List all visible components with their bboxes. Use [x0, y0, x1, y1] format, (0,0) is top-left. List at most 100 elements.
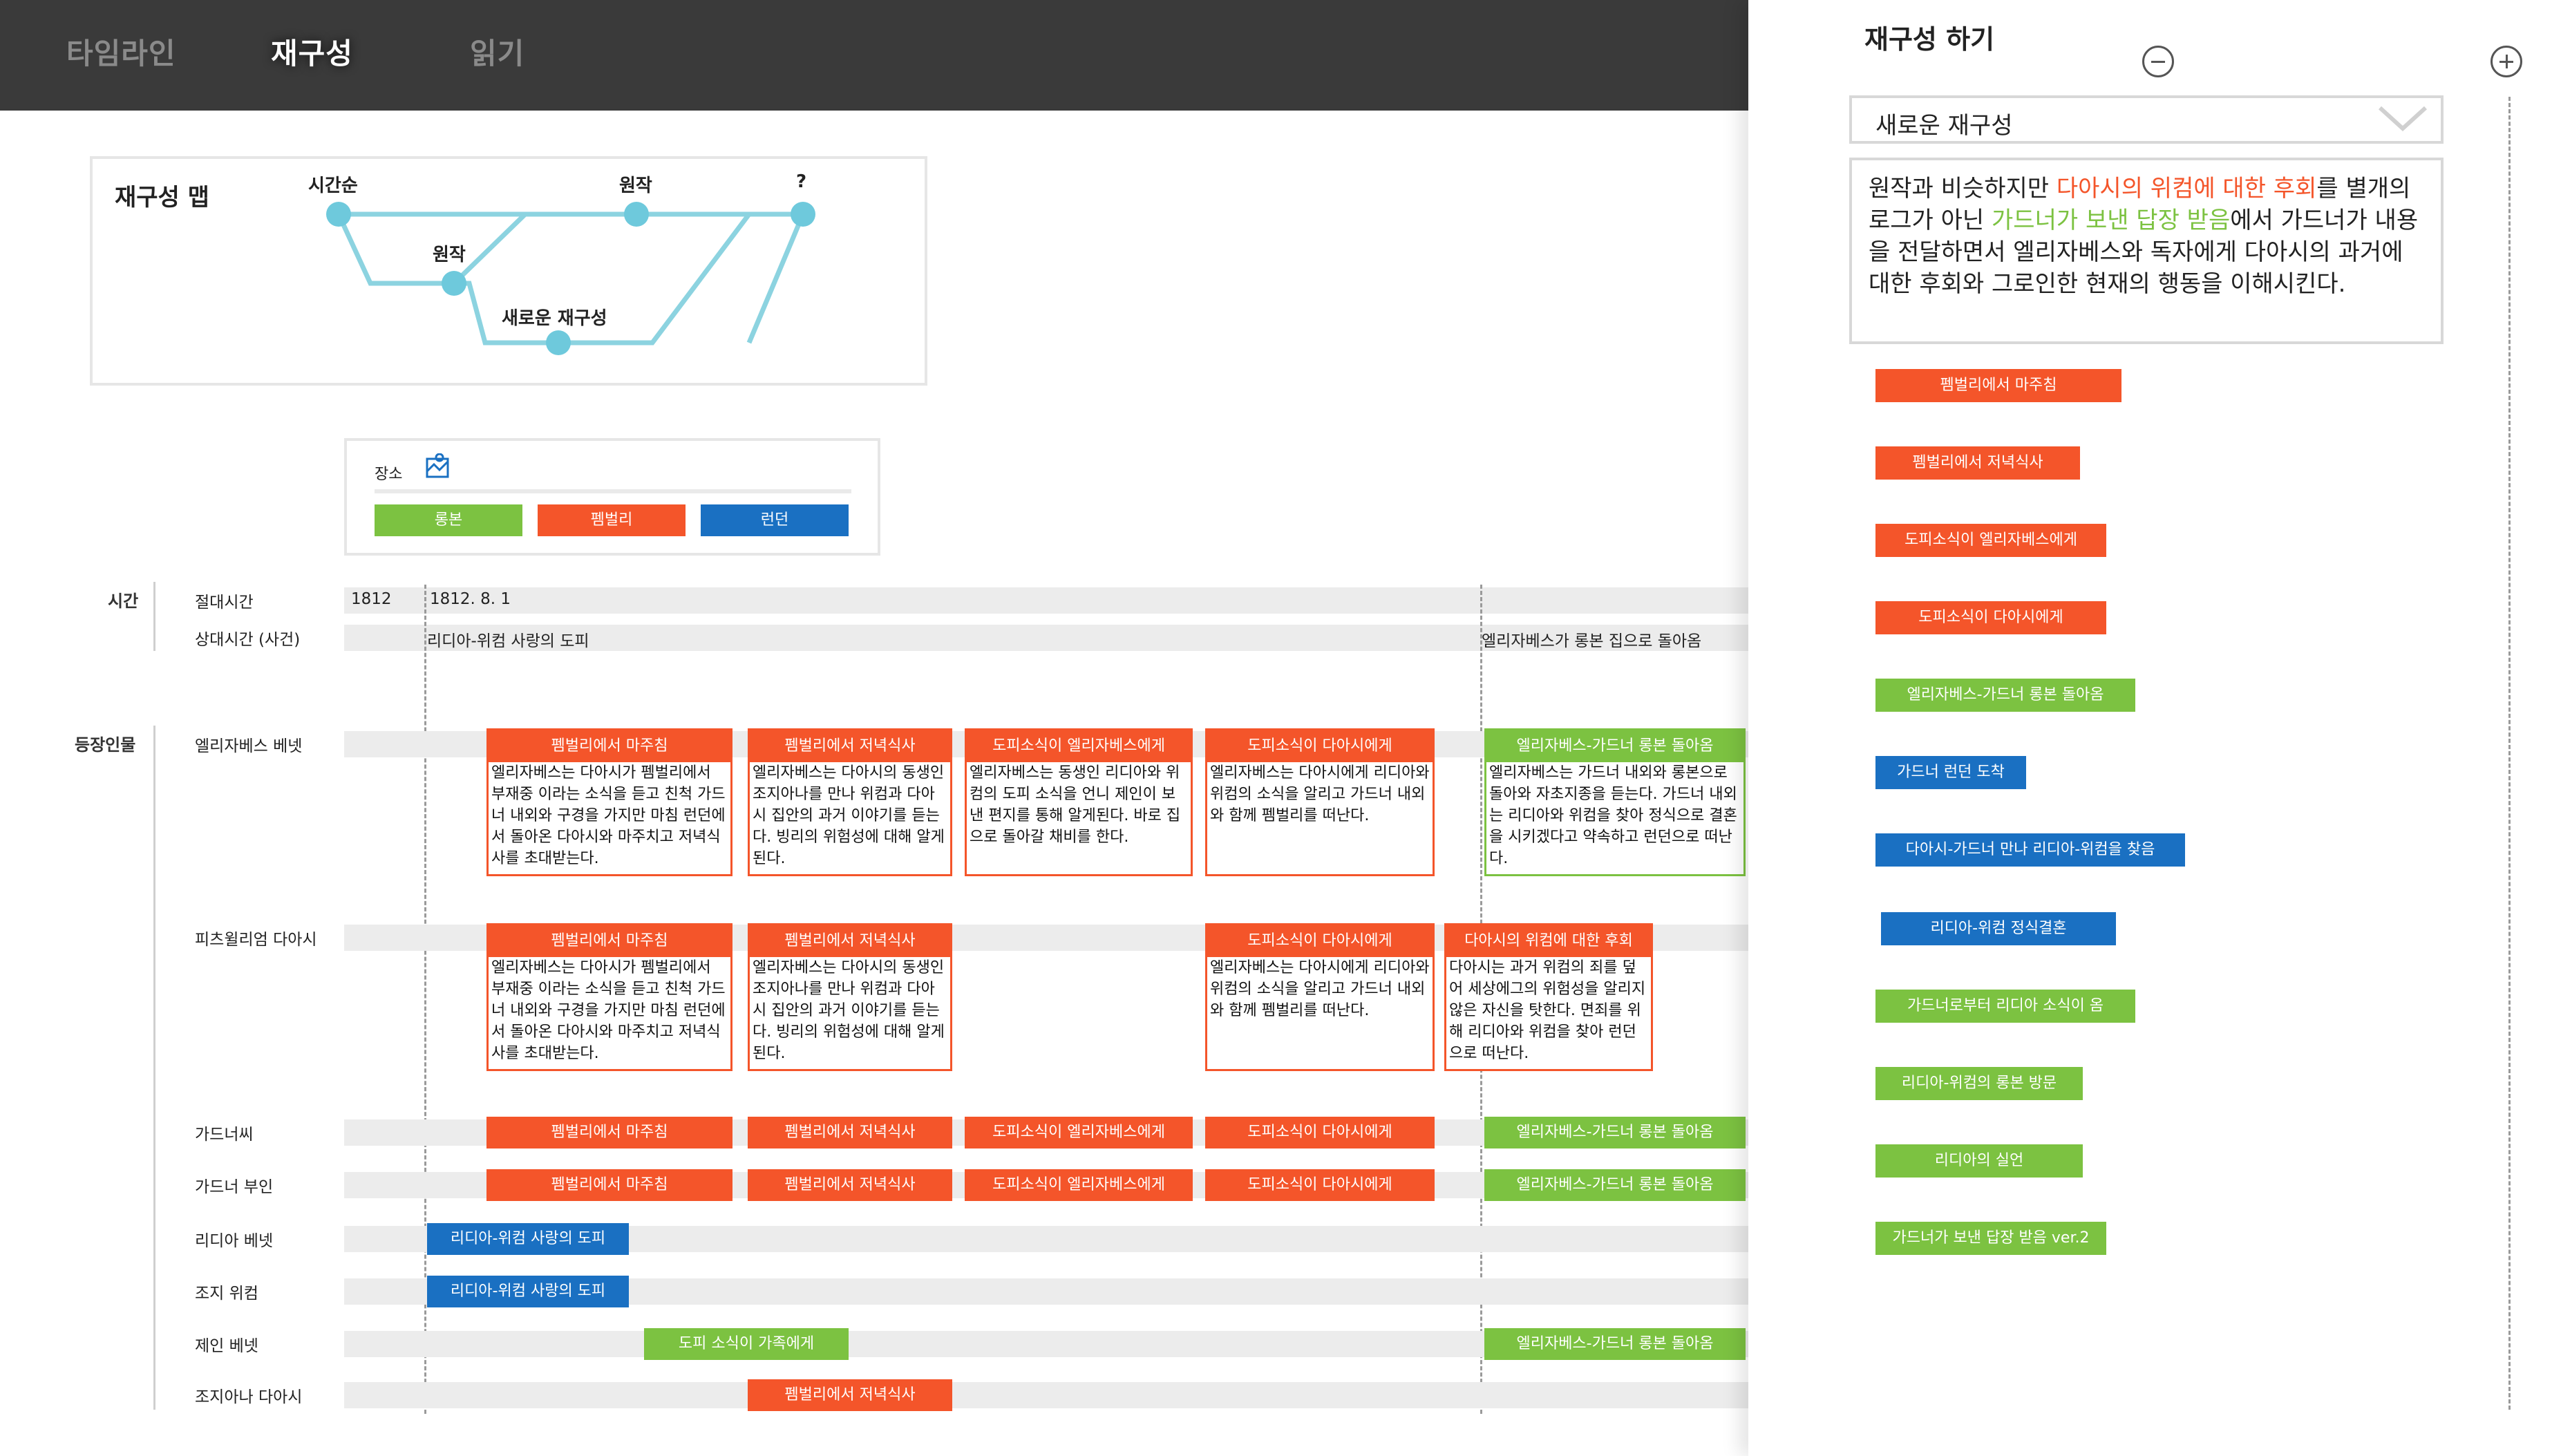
map-path-branch [746, 213, 806, 344]
event-bar[interactable]: 도피소식이 엘리자베스에게 [965, 1117, 1193, 1148]
character-lydia[interactable]: 리디아 베넷 [195, 1232, 274, 1250]
time-separator [153, 582, 155, 651]
event-card-body: 엘리자베스는 다아시의 동생인 조지아나를 만나 위컴과 다아시 집안의 과거 … [753, 764, 945, 867]
event-card-body: 엘리자베스는 다아시가 펨벌리에서 부재중 이라는 소식을 듣고 친척 가드너 … [491, 959, 726, 1062]
event-bar[interactable]: 펨벌리에서 마주침 [486, 1169, 732, 1201]
event-bar[interactable]: 도피 소식이 가족에게 [644, 1328, 849, 1360]
event-card[interactable]: 다아시의 위컴에 대한 후회 다아시는 과거 위컴의 죄를 덮어 세상에그의 위… [1444, 923, 1653, 1071]
event-bar[interactable]: 엘리자베스-가드너 롱본 돌아옴 [1484, 1117, 1746, 1148]
sequence-item[interactable]: 가드너 런던 도착 [1875, 756, 2026, 789]
character-elizabeth[interactable]: 엘리자베스 베넷 [195, 737, 303, 755]
event-bar[interactable]: 엘리자베스-가드너 롱본 돌아옴 [1484, 1328, 1746, 1360]
event-bar[interactable]: 도피소식이 다아시에게 [1205, 1169, 1435, 1201]
map-graph [326, 202, 815, 355]
sequence-item[interactable]: 펨벌리에서 저녁식사 [1875, 446, 2080, 480]
event-card-body: 엘리자베스는 동생인 리디아와 위컴의 도피 소식을 언니 제인이 보낸 편지를… [970, 764, 1181, 846]
tab-reconstruction[interactable]: 재구성 [271, 37, 353, 70]
rel-event-return-home: 엘리자베스가 롱본 집으로 돌아옴 [1482, 632, 1702, 650]
event-card-title: 펨벌리에서 마주침 [489, 925, 730, 957]
character-mr-gardiner[interactable]: 가드너씨 [195, 1126, 254, 1144]
abs-tick-1812: 1812 [351, 590, 392, 608]
event-card-title: 도피소식이 다아시에게 [1207, 925, 1433, 957]
sequence-item[interactable]: 도피소식이 다아시에게 [1875, 601, 2106, 634]
event-bar[interactable]: 도피소식이 엘리자베스에게 [965, 1169, 1193, 1201]
event-card-title: 펨벌리에서 마주침 [489, 730, 730, 762]
event-card-body: 엘리자베스는 다아시에게 리디아와 위컴의 소식을 알리고 가드너 내외와 함께… [1210, 959, 1430, 1019]
map-node-original-top[interactable] [624, 202, 649, 227]
map-path-original [336, 212, 527, 286]
tab-timeline[interactable]: 타임라인 [66, 37, 176, 70]
event-card[interactable]: 펨벌리에서 마주침 엘리자베스는 다아시가 펨벌리에서 부재중 이라는 소식을 … [486, 728, 732, 876]
event-card-title: 다아시의 위컴에 대한 후회 [1446, 925, 1651, 957]
map-label-unknown: ? [796, 171, 807, 192]
character-wickham[interactable]: 조지 위컴 [195, 1285, 258, 1303]
event-card[interactable]: 펨벌리에서 마주침 엘리자베스는 다아시가 펨벌리에서 부재중 이라는 소식을 … [486, 923, 732, 1071]
event-card[interactable]: 펨벌리에서 저녁식사 엘리자베스는 다아시의 동생인 조지아나를 만나 위컴과 … [748, 728, 952, 876]
character-mrs-gardiner[interactable]: 가드너 부인 [195, 1178, 274, 1196]
event-bar[interactable]: 펨벌리에서 마주침 [486, 1117, 732, 1148]
event-card-title: 펨벌리에서 저녁식사 [750, 730, 950, 762]
event-card[interactable]: 펨벌리에서 저녁식사 엘리자베스는 다아시의 동생인 조지아나를 만나 위컴과 … [748, 923, 952, 1071]
event-bar[interactable]: 리디아-위컴 사랑의 도피 [427, 1276, 629, 1307]
map-node-new[interactable] [546, 330, 571, 355]
event-card-title: 도피소식이 다아시에게 [1207, 730, 1433, 762]
sequence-item[interactable]: 펨벌리에서 마주침 [1875, 369, 2121, 402]
map-label-original-top: 원작 [619, 176, 652, 196]
character-jane[interactable]: 제인 베넷 [195, 1337, 258, 1355]
event-bar[interactable]: 펨벌리에서 저녁식사 [748, 1169, 952, 1201]
place-pemberley-button[interactable]: 펨벌리 [538, 504, 686, 536]
reconstruction-panel: 재구성 하기 새로운 재구성 원작과 비슷하지만 다아시의 위컴에 대한 후회를… [1748, 0, 2552, 1456]
place-london-button[interactable]: 런던 [701, 504, 849, 536]
sequence-item[interactable]: 다아시-가드너 만나 리디아-위컴을 찾음 [1875, 833, 2185, 867]
place-label: 장소 [375, 466, 403, 483]
sequence-item[interactable]: 리디아의 실언 [1875, 1144, 2083, 1178]
event-card[interactable]: 도피소식이 엘리자베스에게 엘리자베스는 동생인 리디아와 위컴의 도피 소식을… [965, 728, 1193, 876]
reconstruction-map: 재구성 맵 시간순 원작 ? 원작 새로운 재구성 [90, 156, 927, 386]
map-icon [426, 453, 449, 478]
map-label-original: 원작 [433, 245, 466, 265]
zoom-in-icon[interactable] [2490, 46, 2522, 77]
map-node-original[interactable] [442, 271, 466, 296]
event-bar[interactable]: 펨벌리에서 저녁식사 [748, 1117, 952, 1148]
character-georgiana[interactable]: 조지아나 다아시 [195, 1388, 303, 1406]
sequence-item[interactable]: 도피소식이 엘리자베스에게 [1875, 524, 2106, 557]
tab-read[interactable]: 읽기 [470, 37, 525, 70]
character-section-label: 등장인물 [75, 735, 136, 755]
sequence-item[interactable]: 리디아-위컴의 롱본 방문 [1875, 1067, 2083, 1100]
event-card[interactable]: 도피소식이 다아시에게 엘리자베스는 다아시에게 리디아와 위컴의 소식을 알리… [1205, 728, 1435, 876]
sequence-item[interactable]: 가드너로부터 리디아 소식이 옴 [1875, 990, 2135, 1023]
zoom-out-icon[interactable] [2142, 46, 2174, 77]
time-marker-start [424, 585, 426, 1414]
relative-time-track [344, 625, 1748, 651]
event-card-body: 엘리자베스는 다아시가 펨벌리에서 부재중 이라는 소식을 듣고 친척 가드너 … [491, 764, 726, 867]
map-node-chronological[interactable] [326, 202, 351, 227]
sequence-item[interactable]: 엘리자베스-가드너 롱본 돌아옴 [1875, 679, 2135, 712]
rel-event-elope: 리디아-위컴 사랑의 도피 [427, 632, 589, 650]
event-card-body: 엘리자베스는 다아시에게 리디아와 위컴의 소식을 알리고 가드너 내외와 함께… [1210, 764, 1430, 824]
absolute-time-label: 절대시간 [195, 594, 254, 612]
reconstruction-select[interactable]: 새로운 재구성 [1849, 95, 2444, 144]
sequence-item[interactable]: 리디아-위컴 정식결혼 [1881, 912, 2116, 945]
place-legend: 장소 롱본 펨벌리 런던 [344, 438, 880, 556]
panel-title: 재구성 하기 [1864, 24, 1995, 55]
desc-text: 를 별개의 로그가 아닌 [1869, 175, 2411, 234]
event-card-title: 펨벌리에서 저녁식사 [750, 925, 950, 957]
event-card-body: 다아시는 과거 위컴의 죄를 덮어 세상에그의 위험성을 알리지 않은 자신을 … [1449, 959, 1646, 1062]
event-card[interactable]: 도피소식이 다아시에게 엘리자베스는 다아시에게 리디아와 위컴의 소식을 알리… [1205, 923, 1435, 1071]
event-card-body: 엘리자베스는 가드너 내외와 롱본으로 돌아와 자초지종을 듣는다. 가드너 내… [1489, 764, 1737, 867]
reconstruction-description: 원작과 비슷하지만 다아시의 위컴에 대한 후회를 별개의 로그가 아닌 가드너… [1849, 158, 2444, 344]
event-card-title: 엘리자베스-가드너 롱본 돌아옴 [1486, 730, 1743, 762]
event-bar[interactable]: 펨벌리에서 저녁식사 [748, 1379, 952, 1411]
map-node-unknown[interactable] [791, 202, 815, 227]
character-darcy[interactable]: 피츠윌리엄 다아시 [195, 931, 317, 949]
event-card[interactable]: 엘리자베스-가드너 롱본 돌아옴 엘리자베스는 가드너 내외와 롱본으로 돌아와… [1484, 728, 1746, 876]
abs-tick-1812-8-1: 1812. 8. 1 [430, 590, 511, 608]
event-bar[interactable]: 리디아-위컴 사랑의 도피 [427, 1223, 629, 1255]
event-bar[interactable]: 엘리자베스-가드너 롱본 돌아옴 [1484, 1169, 1746, 1201]
track-georgiana [344, 1382, 1748, 1408]
sequence-item[interactable]: 가드너가 보낸 답장 받음 ver.2 [1875, 1222, 2106, 1255]
chevron-down-icon [2379, 106, 2427, 132]
map-title: 재구성 맵 [115, 184, 209, 211]
event-bar[interactable]: 도피소식이 다아시에게 [1205, 1117, 1435, 1148]
place-longbourn-button[interactable]: 롱본 [375, 504, 522, 536]
